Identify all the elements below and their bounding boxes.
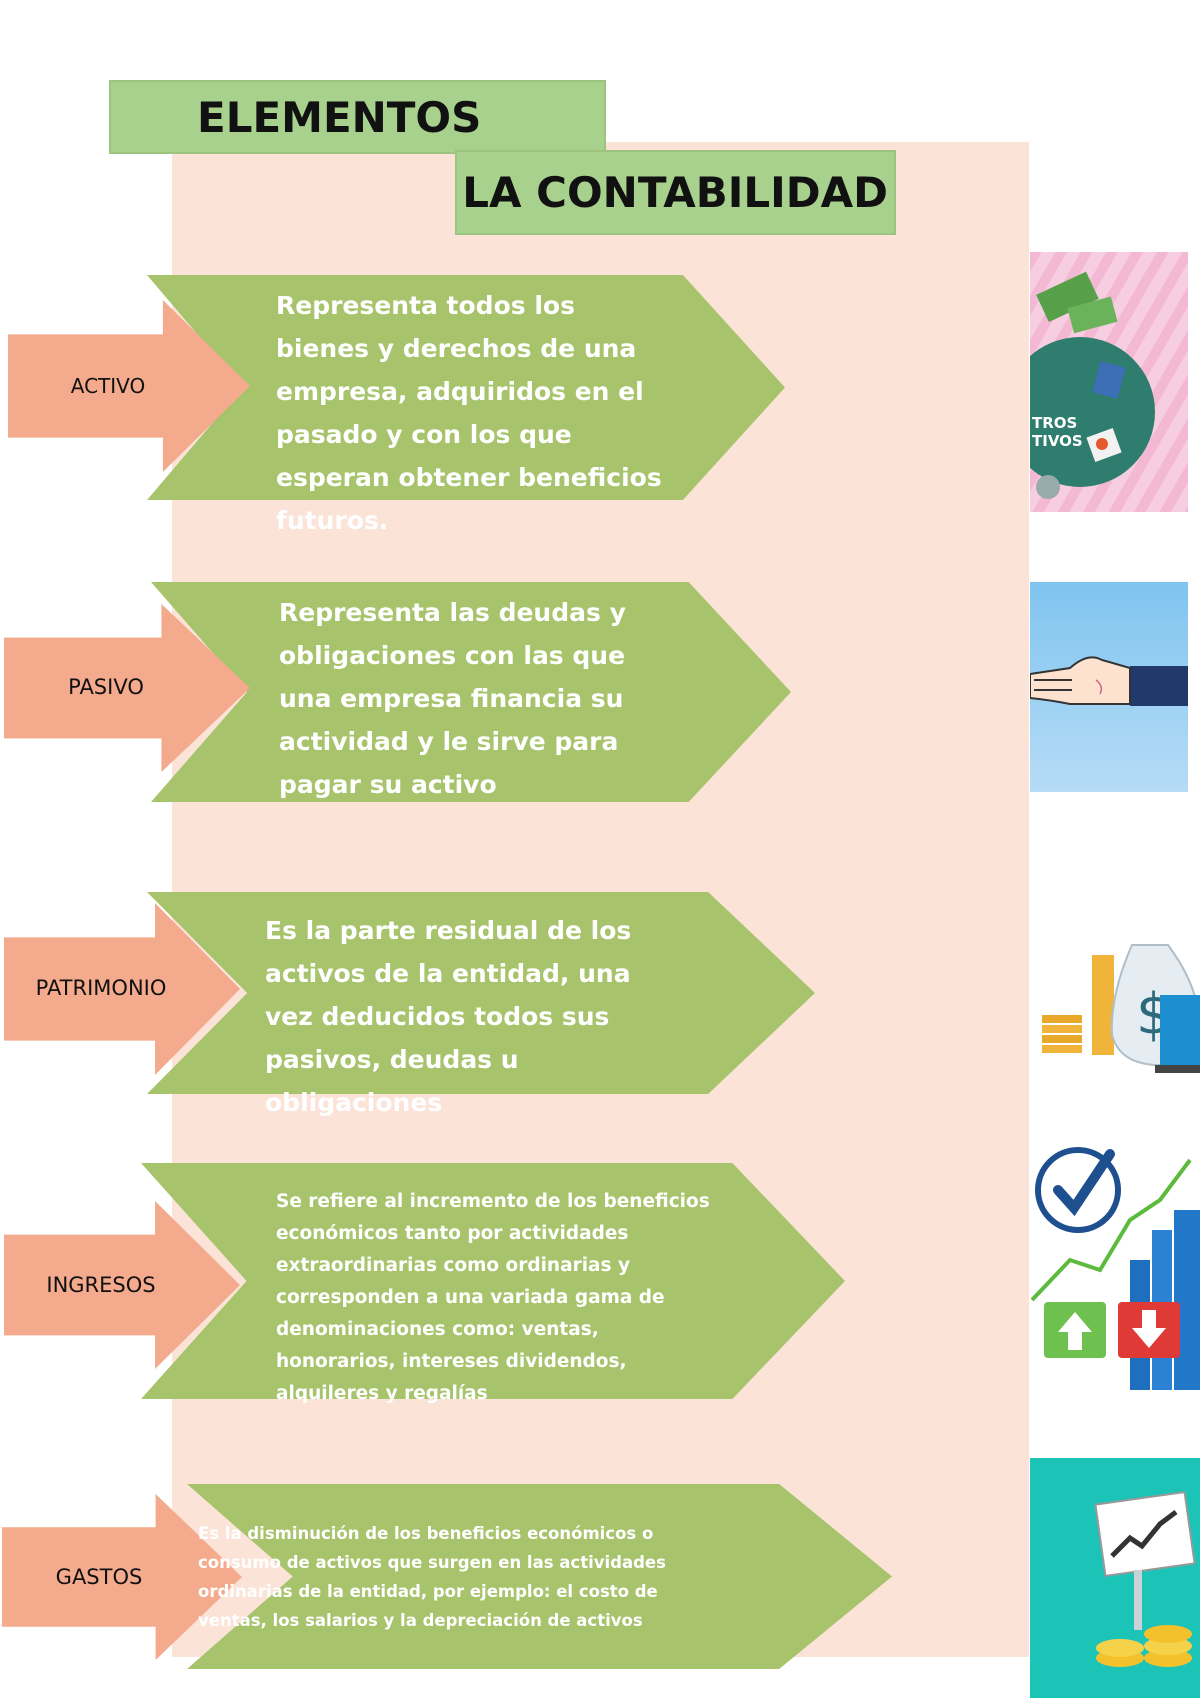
money-bag-icon: $ — [1040, 915, 1200, 1085]
label-gastos: GASTOS — [55, 1565, 143, 1589]
chevron-patrimonio — [147, 892, 815, 1094]
open-hand-icon — [1030, 582, 1188, 792]
chevron-activo — [147, 275, 785, 500]
description-patrimonio: Es la parte residual de los activos de l… — [265, 916, 632, 1117]
growth-chart-icon — [1030, 1140, 1200, 1400]
label-pasivo: PASIVO — [68, 675, 144, 699]
description-ingresos: Se refiere al incremento de los benefici… — [276, 1191, 710, 1404]
description-gastos: Es la disminución de los beneficios econ… — [198, 1524, 666, 1630]
chevron-gastos — [187, 1484, 892, 1669]
description-pasivo: Representa las deudas y obligaciones con… — [279, 598, 626, 799]
chevron-pasivo — [151, 582, 791, 802]
savings-collage-icon: TROS TIVOS — [1030, 252, 1188, 512]
title-line-2: LA CONTABILIDAD — [455, 150, 896, 235]
label-activo: ACTIVO — [70, 374, 146, 398]
coins-chart-icon — [1030, 1458, 1200, 1698]
description-activo: Representa todos los bienes y derechos d… — [276, 291, 662, 535]
svg-text:TIVOS: TIVOS — [1032, 432, 1083, 450]
chevron-ingresos — [141, 1163, 845, 1399]
svg-text:TROS: TROS — [1032, 414, 1077, 432]
label-ingresos: INGRESOS — [46, 1273, 156, 1297]
title-line-1: ELEMENTOS — [109, 80, 606, 154]
label-patrimonio: PATRIMONIO — [35, 976, 167, 1000]
